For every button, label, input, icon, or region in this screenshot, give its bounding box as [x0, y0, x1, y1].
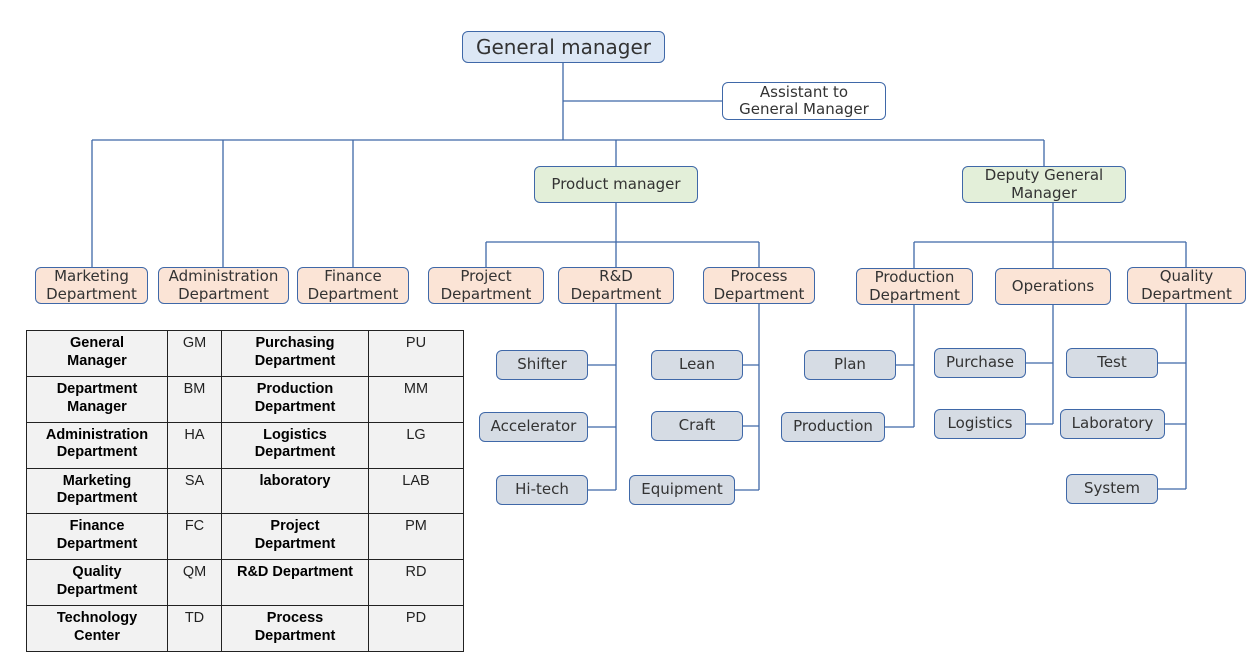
general-manager-box: General manager	[462, 31, 665, 63]
legend-name-cell: Technology Center	[26, 605, 168, 652]
operations-box: Operations	[995, 268, 1111, 305]
legend-code-cell: TD	[167, 605, 222, 652]
legend-name-cell: Logistics Department	[221, 421, 369, 469]
legend-code-cell: FC	[167, 513, 222, 561]
product-manager-box: Product manager	[534, 166, 698, 203]
process-department-box: Process Department	[703, 267, 815, 304]
legend-code-cell: BM	[167, 375, 222, 423]
test-box: Test	[1066, 348, 1158, 378]
assistant-box: Assistant to General Manager	[722, 82, 886, 120]
legend-code-cell: GM	[167, 330, 222, 377]
legend-code-cell: LAB	[368, 467, 464, 515]
rnd-department-box: R&D Department	[558, 267, 674, 304]
finance-department-box: Finance Department	[297, 267, 409, 304]
legend-code-cell: RD	[368, 559, 464, 607]
legend-name-cell: Production Department	[221, 375, 369, 423]
system-box: System	[1066, 474, 1158, 504]
legend-name-cell: Department Manager	[26, 375, 168, 423]
legend-name-cell: Process Department	[221, 605, 369, 652]
legend-code-cell: HA	[167, 421, 222, 469]
marketing-department-box: Marketing Department	[35, 267, 148, 304]
legend-name-cell: General Manager	[26, 330, 168, 377]
hi-tech-box: Hi-tech	[496, 475, 588, 505]
purchase-box: Purchase	[934, 348, 1026, 378]
legend-name-cell: Quality Department	[26, 559, 168, 607]
equipment-box: Equipment	[629, 475, 735, 505]
craft-box: Craft	[651, 411, 743, 441]
plan-box: Plan	[804, 350, 896, 380]
legend-name-cell: R&D Department	[221, 559, 369, 607]
legend-code-cell: PU	[368, 330, 464, 377]
lean-box: Lean	[651, 350, 743, 380]
accelerator-box: Accelerator	[479, 412, 588, 442]
laboratory-box: Laboratory	[1060, 409, 1165, 439]
legend-name-cell: Administration Department	[26, 421, 168, 469]
legend-name-cell: Project Department	[221, 513, 369, 561]
shifter-box: Shifter	[496, 350, 588, 380]
legend-name-cell: Finance Department	[26, 513, 168, 561]
production-box: Production	[781, 412, 885, 442]
logistics-box: Logistics	[934, 409, 1026, 439]
deputy-general-manager-box: Deputy General Manager	[962, 166, 1126, 203]
legend-name-cell: Purchasing Department	[221, 330, 369, 377]
legend-name-cell: Marketing Department	[26, 467, 168, 515]
legend-code-cell: SA	[167, 467, 222, 515]
legend-name-cell: laboratory	[221, 467, 369, 515]
legend-code-cell: LG	[368, 421, 464, 469]
quality-department-box: Quality Department	[1127, 267, 1246, 304]
legend-code-cell: PD	[368, 605, 464, 652]
project-department-box: Project Department	[428, 267, 544, 304]
legend-code-cell: MM	[368, 375, 464, 423]
production-department-box: Production Department	[856, 268, 973, 305]
legend-code-cell: PM	[368, 513, 464, 561]
administration-department-box: Administration Department	[158, 267, 289, 304]
legend-code-cell: QM	[167, 559, 222, 607]
